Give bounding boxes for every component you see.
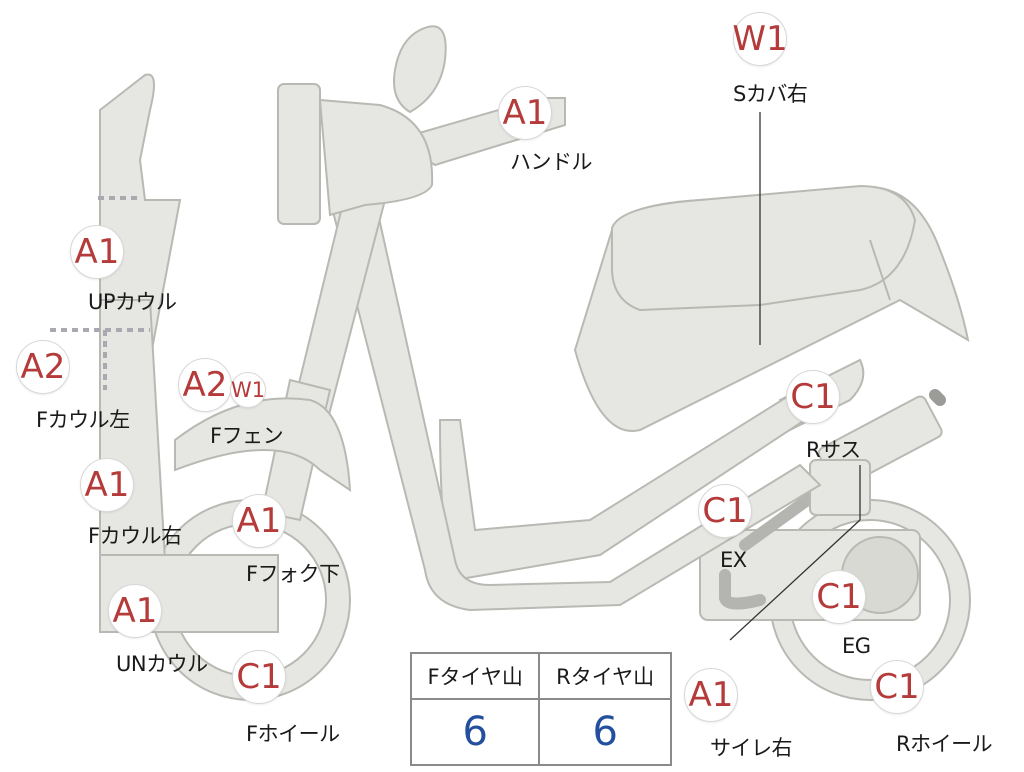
seat <box>611 184 917 312</box>
code-badge-eg: C1 <box>812 570 866 624</box>
main-frame <box>328 199 822 612</box>
label-handle: ハンドル <box>510 150 593 174</box>
rear-shock-rod <box>929 389 946 406</box>
label-up-cowl: UPカウル <box>88 290 177 314</box>
label-f-cowl-left: Fカウル左 <box>36 408 130 432</box>
header-front-tire-tread: Fタイヤ山 <box>409 652 541 700</box>
label-ex: EX <box>720 548 747 572</box>
label-r-wheel: Rホイール <box>896 732 993 756</box>
code-badge-ex: C1 <box>698 484 752 538</box>
rear-shock-mount <box>809 459 871 516</box>
headlight-housing <box>318 98 434 217</box>
label-un-cowl: UNカウル <box>116 652 208 676</box>
code-badge-s-cover: W1 <box>732 12 788 66</box>
label-eg: EG <box>842 634 871 658</box>
label-s-cover: Sカバ右 <box>733 82 808 106</box>
value-rear-tire-tread: 6 <box>538 698 672 766</box>
label-f-fender: Fフェン <box>210 424 284 448</box>
code-badge-r-wheel: C1 <box>870 660 924 714</box>
exhaust-pipe <box>719 569 766 610</box>
code-badge-f-wheel: C1 <box>232 650 286 704</box>
label-silencer-right: サイレ右 <box>710 736 793 760</box>
seat-seam <box>869 239 891 301</box>
label-f-fork-lower: Fフォク下 <box>246 562 340 586</box>
leader-silencer <box>729 519 861 641</box>
mirror <box>393 25 447 114</box>
tire-tread-table: Fタイヤ山 Rタイヤ山 6 6 <box>409 652 672 766</box>
value-front-tire-tread: 6 <box>409 698 541 766</box>
label-f-wheel: Fホイール <box>246 722 340 746</box>
code-badge-f-fork-lower: A1 <box>232 494 286 548</box>
code-badge-r-suspension: C1 <box>786 370 840 424</box>
headlight <box>277 83 321 225</box>
label-f-cowl-right: Fカウル右 <box>88 524 182 548</box>
code-badge-f-cowl-left: A2 <box>16 340 70 394</box>
code-badge-f-fender: A2 <box>178 358 232 412</box>
header-rear-tire-tread: Rタイヤ山 <box>538 652 672 700</box>
code-badge-up-cowl: A1 <box>70 225 124 279</box>
code-badge-silencer-right: A1 <box>684 668 738 722</box>
label-r-suspension: Rサス <box>806 438 861 462</box>
code-badge-f-cowl-right: A1 <box>80 458 134 512</box>
code-badge-handle: A1 <box>498 86 552 140</box>
code-badge-un-cowl: A1 <box>108 584 162 638</box>
code-badge-f-fender-secondary: W1 <box>230 372 266 408</box>
